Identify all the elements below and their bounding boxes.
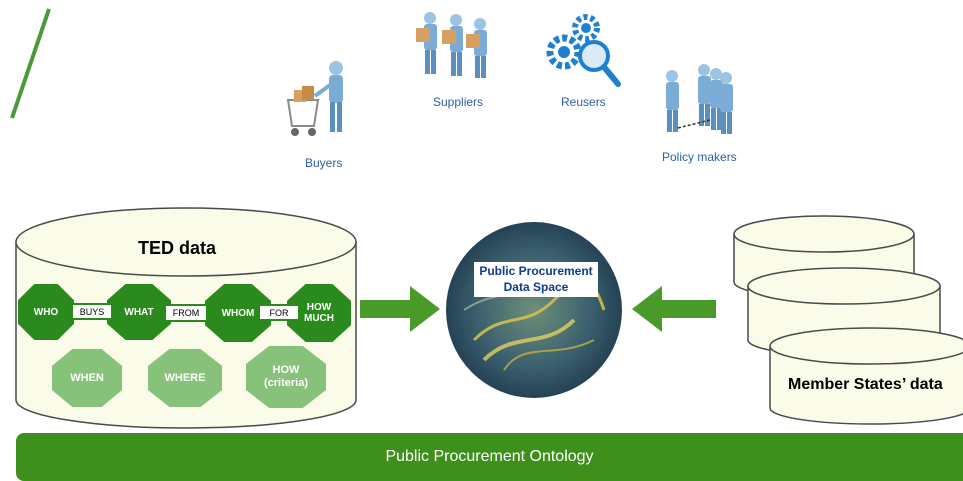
arrow-right-icon (360, 286, 440, 332)
reusers-icon (546, 14, 621, 87)
data-space-globe (446, 222, 622, 398)
who-node: WHO (18, 284, 74, 340)
arrow-left-icon (632, 286, 716, 332)
buyers-label: Buyers (305, 156, 343, 170)
ontology-label: Public Procurement Ontology (385, 448, 594, 465)
reusers-label: Reusers (561, 95, 606, 109)
suppliers-label: Suppliers (433, 95, 484, 109)
decorative-slash (10, 8, 51, 119)
how-criteria-node: HOW(criteria) (246, 346, 326, 408)
buyer-icon (286, 61, 343, 136)
policy-makers-icon (666, 64, 733, 134)
data-space-title: Public Procurement Data Space (474, 262, 598, 297)
where-node: WHERE (148, 349, 222, 407)
member-states-database-stack (733, 215, 963, 425)
from-connector: FROM (164, 304, 208, 322)
ted-data-title: TED data (138, 238, 217, 258)
buys-connector: BUYS (71, 303, 113, 320)
suppliers-icon (416, 12, 487, 78)
when-node: WHEN (52, 349, 122, 407)
member-states-label: Member States’ data (788, 376, 943, 393)
ontology-bar: Public Procurement Ontology (16, 433, 963, 481)
for-connector: FOR (258, 304, 300, 321)
policy-makers-label: Policy makers (662, 150, 737, 164)
what-node: WHAT (107, 284, 171, 340)
